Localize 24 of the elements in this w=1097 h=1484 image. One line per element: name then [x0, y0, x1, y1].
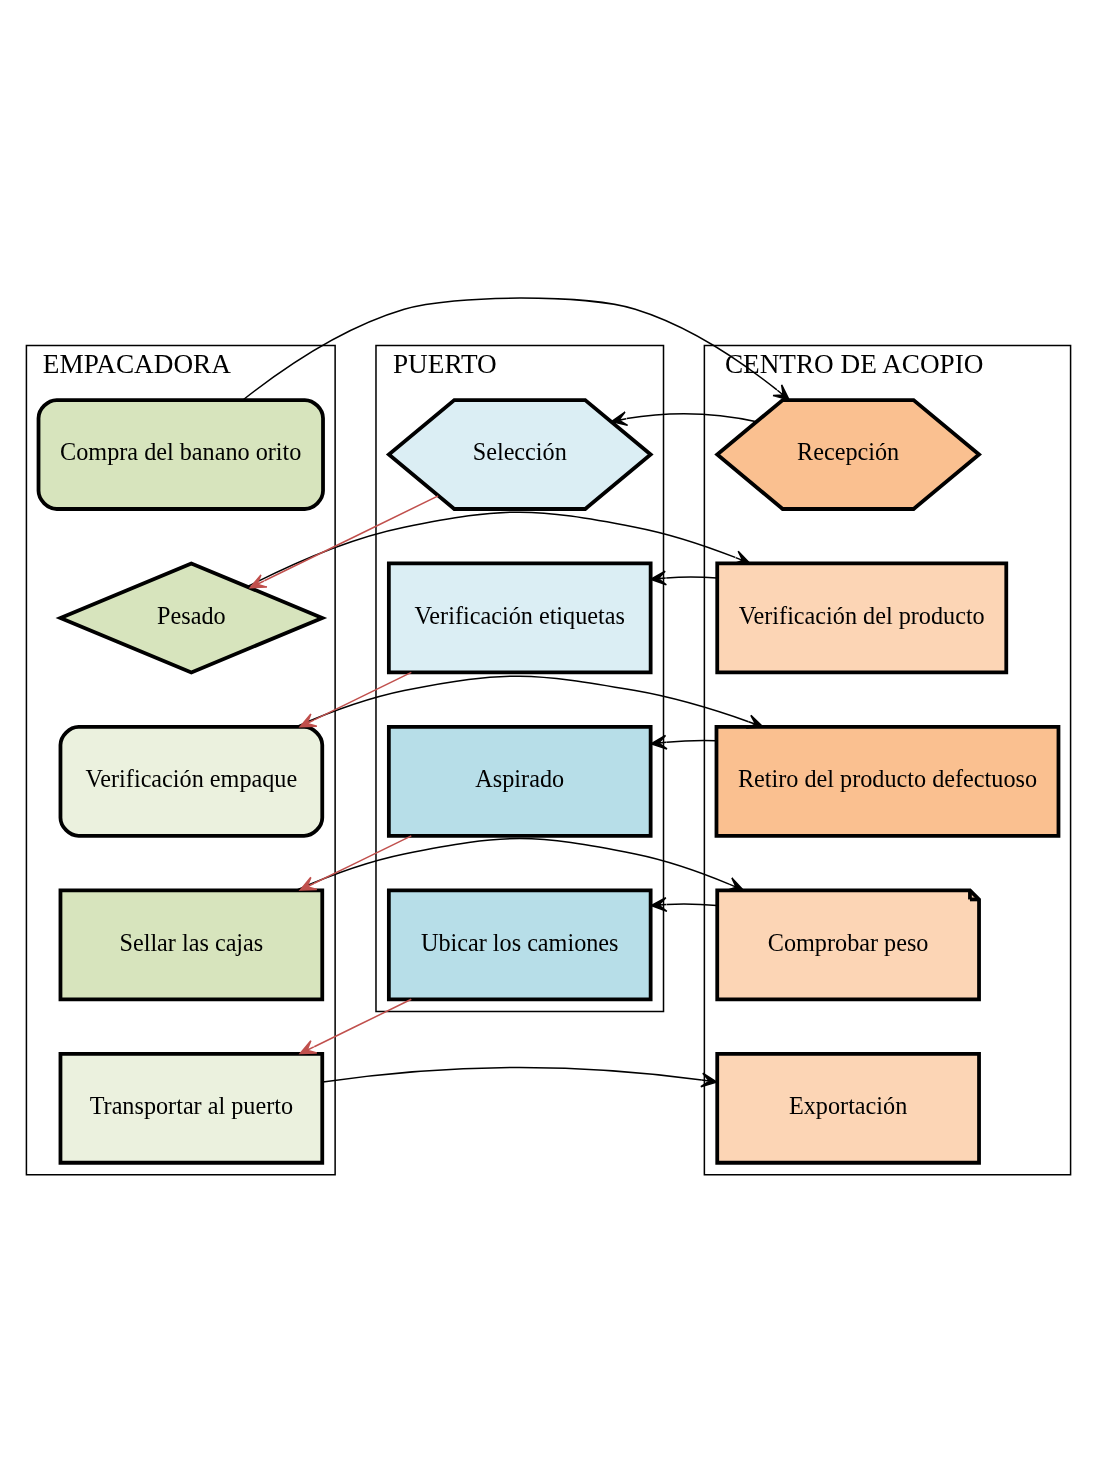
node-diamond: Pesado	[55, 560, 328, 674]
arrow	[299, 998, 413, 1054]
arrow	[242, 296, 790, 400]
node-box: Verificación empaque	[58, 724, 325, 838]
arrow	[295, 837, 744, 891]
arrow	[249, 494, 439, 588]
node-box: Sellar las cajas	[58, 887, 325, 1001]
node-box: Ubicar los camiones	[386, 887, 653, 1001]
arrow	[610, 410, 758, 426]
arrow	[299, 671, 413, 727]
arrow	[322, 1066, 718, 1087]
arrow	[649, 569, 718, 585]
node-box: Exportación	[715, 1051, 981, 1165]
node-box: Compra del banano orito	[36, 397, 325, 511]
node-box: Transportar al puerto	[58, 1051, 325, 1165]
node-box: Verificación del producto	[715, 561, 1009, 674]
arrow	[295, 675, 764, 729]
node-box: Retiro del producto defectuoso	[714, 724, 1061, 838]
arrow	[246, 510, 751, 587]
arrow	[650, 896, 718, 912]
node-box: Aspirado	[386, 724, 653, 838]
arrow	[299, 834, 413, 891]
arrow	[650, 734, 717, 750]
node-box: Verificación etiquetas	[386, 561, 653, 674]
